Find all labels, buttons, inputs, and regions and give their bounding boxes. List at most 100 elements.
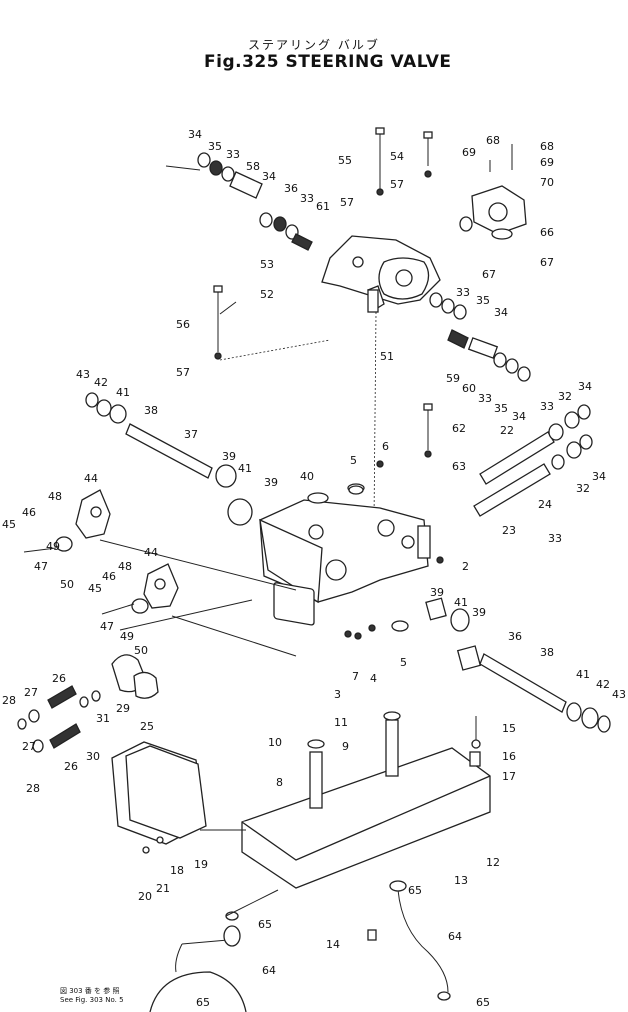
part-callout: 42 [94, 376, 108, 389]
part-callout: 39 [472, 606, 486, 619]
part-callout: 65 [408, 884, 422, 897]
part-callout: 51 [380, 350, 394, 363]
left-spool-37 [85, 392, 253, 526]
upper-valve-body [321, 235, 441, 313]
lower-plate [241, 711, 491, 889]
part-callout: 64 [448, 930, 462, 943]
part-callout: 65 [258, 918, 272, 931]
part-callout: 36 [508, 630, 522, 643]
part-callout: 8 [276, 776, 283, 789]
part-callout: 20 [138, 890, 152, 903]
part-callout: 28 [26, 782, 40, 795]
part-callout: 27 [24, 686, 38, 699]
part-callout: 22 [500, 424, 514, 437]
part-callout: 31 [96, 712, 110, 725]
part-callout: 39 [430, 586, 444, 599]
part-callout: 64 [262, 964, 276, 977]
part-callout: 40 [300, 470, 314, 483]
part-callout: 63 [452, 460, 466, 473]
part-callout: 61 [316, 200, 330, 213]
footnote-jp: 図 303 番 を 参 照 [60, 987, 120, 995]
part-callout: 46 [22, 506, 36, 519]
part-callout: 49 [46, 540, 60, 553]
leader-lines [99, 165, 297, 917]
part-callout: 11 [334, 716, 348, 729]
part-callout: 2 [462, 560, 469, 573]
part-callout: 66 [540, 226, 554, 239]
part-callout: 26 [64, 760, 78, 773]
part-callout: 14 [326, 938, 340, 951]
part-callout: 19 [194, 858, 208, 871]
part-callout: 33 [478, 392, 492, 405]
part-callout: 37 [184, 428, 198, 441]
part-callout: 38 [144, 404, 158, 417]
part-callout: 10 [268, 736, 282, 749]
part-callout: 35 [494, 402, 508, 415]
part-callout: 21 [156, 882, 170, 895]
part-callout: 59 [446, 372, 460, 385]
part-callout: 33 [456, 286, 470, 299]
part-callout: 69 [540, 156, 554, 169]
part-callout: 39 [264, 476, 278, 489]
part-callout: 4 [370, 672, 377, 685]
part-callout: 54 [390, 150, 404, 163]
part-callout: 67 [482, 268, 496, 281]
part-callout: 30 [86, 750, 100, 763]
part-callout: 53 [260, 258, 274, 271]
part-callout: 65 [196, 996, 210, 1009]
part-callout: 6 [382, 440, 389, 453]
part-callout: 58 [246, 160, 260, 173]
part-callout: 32 [576, 482, 590, 495]
part-callout: 62 [452, 422, 466, 435]
part-callout: 44 [84, 472, 98, 485]
part-callout: 34 [592, 470, 606, 483]
part-callout: 25 [140, 720, 154, 733]
part-callout: 48 [48, 490, 62, 503]
part-callout: 36 [284, 182, 298, 195]
part-callout: 41 [238, 462, 252, 475]
part-callout: 60 [462, 382, 476, 395]
right-spools-22-23 [423, 403, 593, 517]
right-lower-spool-36 [425, 597, 611, 733]
part-callout: 29 [116, 702, 130, 715]
part-callout: 5 [350, 454, 357, 467]
part-callout: 35 [476, 294, 490, 307]
part-callout: 3 [334, 688, 341, 701]
flange-66 [459, 144, 527, 240]
part-callout: 38 [540, 646, 554, 659]
japanese-title: ステアリング バルブ [248, 38, 380, 52]
part-callout: 41 [116, 386, 130, 399]
part-callout: 34 [262, 170, 276, 183]
part-callout: 34 [512, 410, 526, 423]
figure-title: Fig.325 STEERING VALVE [204, 52, 452, 72]
part-callout: 28 [2, 694, 16, 707]
part-callout: 67 [540, 256, 554, 269]
footnote-en: See Fig. 303 No. 5 [60, 996, 124, 1004]
part-callout: 34 [188, 128, 202, 141]
part-callout: 15 [502, 722, 516, 735]
part-callout: 55 [338, 154, 352, 167]
part-callout: 43 [612, 688, 626, 701]
part-callout: 18 [170, 864, 184, 877]
main-valve-body [259, 483, 431, 626]
part-callout: 41 [576, 668, 590, 681]
part-callout: 50 [60, 578, 74, 591]
part-callout: 69 [462, 146, 476, 159]
right-upper-spool-stack [429, 292, 531, 382]
part-callout: 35 [208, 140, 222, 153]
part-callout: 33 [226, 148, 240, 161]
part-callout: 32 [558, 390, 572, 403]
part-callout: 56 [176, 318, 190, 331]
upper-bolts [213, 127, 433, 360]
part-callout: 57 [390, 178, 404, 191]
part-callout: 42 [596, 678, 610, 691]
part-callout: 68 [540, 140, 554, 153]
part-callout: 17 [502, 770, 516, 783]
part-callout: 24 [538, 498, 552, 511]
part-callout: 16 [502, 750, 516, 763]
part-callout: 27 [22, 740, 36, 753]
brackets-44 [23, 489, 179, 615]
